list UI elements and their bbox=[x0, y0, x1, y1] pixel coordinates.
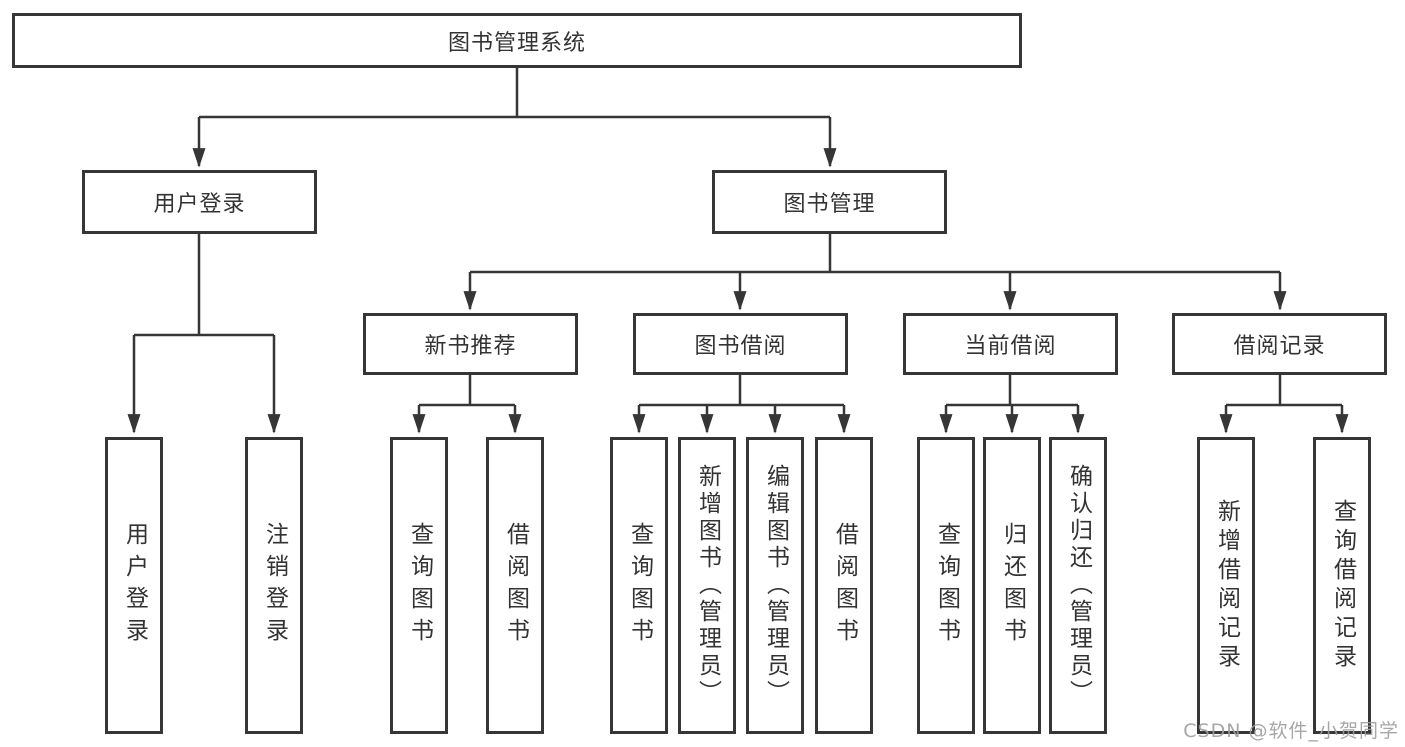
node-book-management-label: 图书管理 bbox=[783, 192, 876, 217]
leaf-current-query-books: 查询图书 bbox=[917, 437, 975, 734]
leaf-current-confirm-return-admin-label: 确认归还（管理员） bbox=[1065, 464, 1092, 707]
leaf-user-login-label: 用户登录 bbox=[121, 521, 148, 650]
leaf-records-query-record: 查询借阅记录 bbox=[1313, 437, 1371, 734]
leaf-current-query-books-label: 查询图书 bbox=[933, 521, 960, 650]
node-new-book-recommendation: 新书推荐 bbox=[363, 313, 578, 375]
leaf-borrow-query-books: 查询图书 bbox=[610, 437, 668, 734]
node-user-login-label: 用户登录 bbox=[153, 192, 246, 217]
node-user-login: 用户登录 bbox=[82, 170, 317, 234]
leaf-newbooks-borrow-books-label: 借阅图书 bbox=[502, 521, 529, 650]
leaf-borrow-edit-books-admin: 编辑图书（管理员） bbox=[746, 437, 804, 734]
leaf-borrow-add-books-admin-label: 新增图书（管理员） bbox=[694, 464, 721, 707]
leaf-records-query-record-label: 查询借阅记录 bbox=[1329, 498, 1356, 673]
node-new-book-recommendation-label: 新书推荐 bbox=[424, 334, 517, 359]
leaf-newbooks-query-books: 查询图书 bbox=[390, 437, 448, 734]
leaf-borrow-edit-books-admin-label: 编辑图书（管理员） bbox=[762, 464, 789, 707]
node-book-borrowing-label: 图书借阅 bbox=[694, 334, 787, 359]
leaf-records-add-record-label: 新增借阅记录 bbox=[1213, 498, 1240, 673]
node-book-borrowing: 图书借阅 bbox=[633, 313, 848, 375]
leaf-current-return-books: 归还图书 bbox=[983, 437, 1041, 734]
leaf-current-confirm-return-admin: 确认归还（管理员） bbox=[1049, 437, 1107, 734]
node-book-management: 图书管理 bbox=[712, 170, 947, 234]
leaf-logout-login: 注销登录 bbox=[245, 437, 303, 734]
leaf-borrow-query-books-label: 查询图书 bbox=[626, 521, 653, 650]
leaf-borrow-add-books-admin: 新增图书（管理员） bbox=[678, 437, 736, 734]
leaf-records-add-record: 新增借阅记录 bbox=[1197, 437, 1255, 734]
node-current-borrowing: 当前借阅 bbox=[903, 313, 1118, 375]
leaf-logout-login-label: 注销登录 bbox=[261, 521, 288, 650]
leaf-borrow-borrow-books-label: 借阅图书 bbox=[831, 521, 858, 650]
leaf-current-return-books-label: 归还图书 bbox=[999, 521, 1026, 650]
leaf-user-login: 用户登录 bbox=[105, 437, 163, 734]
node-library-management-system-label: 图书管理系统 bbox=[447, 30, 586, 56]
leaf-newbooks-query-books-label: 查询图书 bbox=[406, 521, 433, 650]
node-borrowing-records-label: 借阅记录 bbox=[1233, 334, 1326, 359]
node-library-management-system: 图书管理系统 bbox=[12, 13, 1022, 68]
node-current-borrowing-label: 当前借阅 bbox=[964, 334, 1057, 359]
watermark-csdn: CSDN @软件_小贺同学 bbox=[1183, 720, 1399, 742]
leaf-newbooks-borrow-books: 借阅图书 bbox=[486, 437, 544, 734]
leaf-borrow-borrow-books: 借阅图书 bbox=[815, 437, 873, 734]
node-borrowing-records: 借阅记录 bbox=[1172, 313, 1387, 375]
